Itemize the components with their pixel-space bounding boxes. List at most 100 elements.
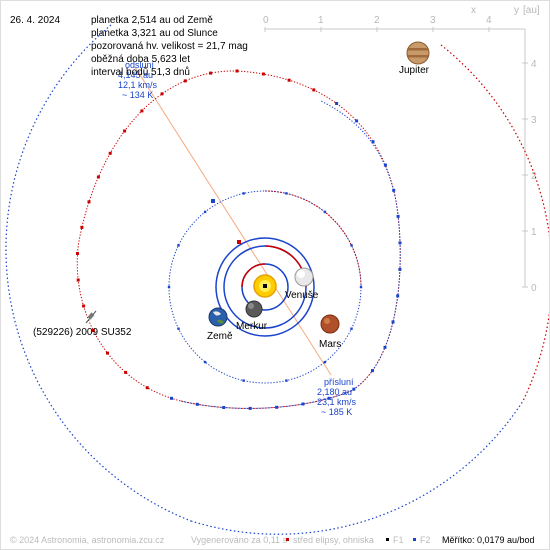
ellipse-center-marker: [237, 240, 241, 244]
mars-orbit-point-marker: [242, 192, 245, 195]
earth-label: Země: [207, 331, 233, 342]
orbit-point-marker: [96, 175, 100, 179]
orbit-point-marker: [398, 241, 402, 245]
info-earth-distance: planetka 2,514 au od Země: [91, 15, 213, 26]
y-tick-label: 0: [531, 283, 537, 294]
asteroid-orbit-blue: [320, 100, 401, 392]
asteroid-body: [87, 312, 95, 320]
orbit-point-marker: [398, 267, 402, 271]
earth-orbit: [215, 237, 315, 337]
asteroid-orbit-blue: [180, 390, 352, 409]
orbit-point-marker: [396, 294, 400, 298]
axis-grid: 0 1 2 3 4 0 1 2 3 4 x y [au]: [263, 5, 540, 294]
legend-f1-marker: [386, 538, 389, 541]
perihelion-distance: 2,180 au: [317, 387, 352, 397]
mercury-orbit-red: [241, 263, 266, 288]
orbit-point-marker: [209, 71, 213, 75]
legend-f2-label: F2: [420, 535, 431, 545]
orbit-point-marker: [106, 351, 109, 355]
mars: Mars: [319, 314, 341, 350]
jupiter-orbit-red: [440, 44, 549, 402]
mars-orbit-point-marker: [285, 379, 288, 382]
orbit-point-marker: [248, 406, 252, 410]
orbit-point-marker: [383, 163, 387, 167]
mars-orbit-point-marker: [323, 360, 327, 364]
sun-focus-f1: [263, 284, 267, 288]
jupiter-band: [408, 55, 428, 58]
mars-orbit-point-marker: [177, 244, 180, 247]
orbit-point-marker: [123, 129, 127, 133]
orbit-point-marker: [287, 78, 291, 82]
orbit-point-marker: [301, 402, 305, 406]
earth-cloud: [213, 311, 221, 316]
mars-label: Mars: [319, 339, 341, 350]
mercury: Merkur: [236, 300, 268, 332]
y-tick-label: 1: [531, 227, 537, 238]
mars-highlight: [324, 318, 330, 324]
focus-f2-marker: [211, 199, 215, 203]
copyright-text: © 2024 Astronomia, astronomia.zcu.cz: [10, 535, 165, 545]
orbit-point-marker: [383, 345, 387, 349]
info-sun-distance: planetka 3,321 au od Slunce: [91, 28, 218, 39]
orbit-point-marker: [312, 88, 316, 92]
jupiter-band: [408, 48, 428, 51]
orbit-point-marker: [392, 188, 396, 192]
earth: Země: [207, 307, 233, 342]
orbit-point-marker: [371, 140, 375, 144]
mars-orbit-point-marker: [177, 327, 180, 330]
date-label: 26. 4. 2024: [10, 15, 60, 26]
info-magnitude: pozorovaná hv. velikost = 21,7 mag: [91, 41, 248, 52]
perihelion-speed: 23,1 km/s: [317, 397, 357, 407]
asteroid-label: (529226) 2009 SU352: [33, 327, 132, 338]
perihelion-title: přísluní: [324, 377, 354, 387]
earth-icon: [208, 307, 228, 327]
jupiter-icon: [406, 41, 430, 65]
mars-orbit-point-marker: [242, 379, 245, 382]
info-point-interval: interval bodů 51,3 dnů: [91, 66, 190, 78]
asteroid: (529226) 2009 SU352: [33, 310, 132, 338]
y-tick-label: 4: [531, 59, 537, 70]
orbit-point-marker: [222, 406, 226, 409]
mars-orbit-point-marker: [350, 244, 353, 247]
aphelion-title: odsluní: [125, 60, 155, 70]
generated-time: Vygenerováno za 0,11 s: [191, 535, 288, 545]
venus: Venuše: [285, 267, 319, 301]
mars-orbit-point-marker: [167, 285, 171, 289]
footer: © 2024 Astronomia, astronomia.zcu.cz Vyg…: [10, 535, 535, 545]
orbit-point-marker: [195, 402, 199, 406]
x-tick-label: 0: [263, 15, 269, 26]
orbit-point-marker: [396, 214, 400, 218]
orbit-point-marker: [352, 387, 356, 391]
orbit-point-marker: [355, 119, 359, 123]
orbit-point-marker: [76, 252, 79, 255]
legend-f1-label: F1: [393, 535, 404, 545]
y-tick-label: 3: [531, 115, 537, 126]
orbit-point-marker: [391, 320, 395, 324]
x-tick-label: 1: [318, 15, 324, 26]
info-period: oběžná doba 5,623 let: [91, 54, 190, 65]
mars-orbit-point-marker: [285, 192, 288, 195]
mars-orbit-point-marker: [323, 210, 327, 214]
venus-highlight: [297, 270, 305, 278]
orbit-point-marker: [327, 396, 331, 400]
aphelion-annotation: odsluní 4,145 au 12,1 km/s ~ 134 K: [118, 60, 158, 100]
legend-center-marker: [286, 538, 289, 541]
axis-unit-label: [au]: [523, 5, 540, 16]
y-axis-label: y: [514, 5, 519, 16]
jupiter-orbit-blue: [190, 400, 524, 535]
orbit-point-marker: [170, 396, 173, 400]
jupiter-label: Jupiter: [399, 65, 430, 76]
orbit-point-marker: [108, 151, 112, 155]
perihelion-annotation: přísluní 2,180 au 23,1 km/s ~ 185 K: [317, 377, 357, 417]
y-tick-label: 2: [531, 171, 537, 182]
aphelion-distance: 4,145 au: [118, 70, 153, 80]
orbit-point-marker: [235, 69, 239, 73]
orbit-point-marker: [91, 329, 95, 333]
mars-orbit-point-marker: [203, 210, 207, 214]
jupiter-orbit-blue: [5, 24, 192, 522]
x-tick-label: 2: [374, 15, 380, 26]
orbit-point-marker: [140, 109, 144, 113]
mercury-icon: [245, 300, 263, 318]
